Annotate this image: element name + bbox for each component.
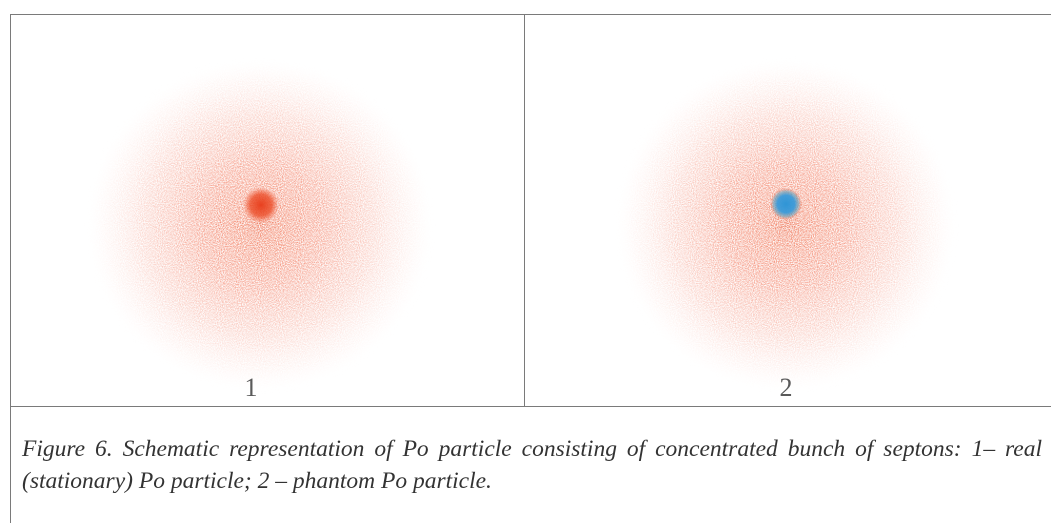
bottom-rule <box>10 406 1051 407</box>
top-rule <box>10 14 1051 15</box>
panel-phantom-particle: 2 <box>525 15 1051 406</box>
panel-1-label: 1 <box>244 373 258 402</box>
septon-cloud <box>612 55 960 395</box>
phantom-core <box>770 188 802 220</box>
real-po-particle-illustration <box>83 55 437 395</box>
middle-divider <box>524 14 525 406</box>
septon-core <box>243 187 279 223</box>
panel-real-particle: 1 <box>11 15 524 406</box>
septon-cloud <box>83 55 437 395</box>
panel-2-label: 2 <box>779 373 793 402</box>
left-rule <box>10 14 11 523</box>
phantom-po-particle-illustration <box>612 55 960 395</box>
figure-caption: Figure 6. Schematic representation of Po… <box>22 436 1042 494</box>
